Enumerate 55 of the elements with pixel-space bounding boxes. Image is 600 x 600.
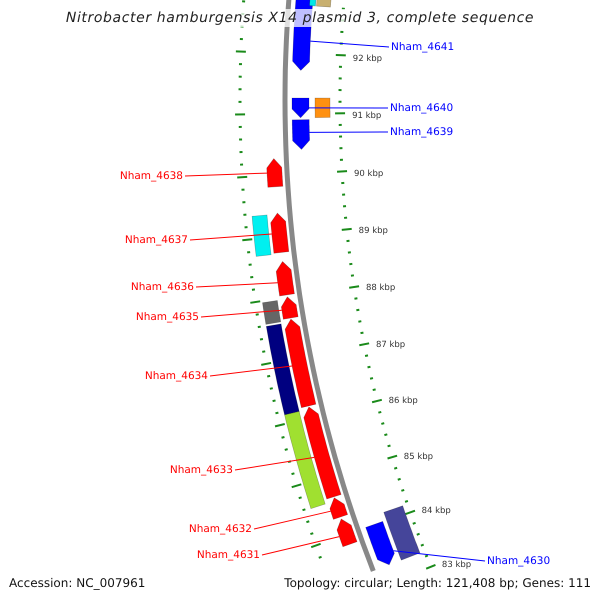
gene-feature xyxy=(383,505,420,560)
gene-label: Nham_4633 xyxy=(170,464,233,476)
gene-feature xyxy=(292,98,310,118)
leader-line xyxy=(200,310,282,318)
gene-feature xyxy=(252,214,272,257)
leader-line xyxy=(210,366,293,376)
leader-line xyxy=(308,132,388,133)
gene-feature xyxy=(316,0,332,8)
gene-label: Nham_4640 xyxy=(390,102,454,114)
gene-feature xyxy=(330,497,348,520)
gene-feature xyxy=(365,521,395,566)
leader-line xyxy=(262,536,340,556)
gene-feature xyxy=(303,406,342,500)
leader-line xyxy=(308,107,388,108)
gene-label: Nham_4638 xyxy=(120,170,183,182)
gene-label: Nham_4636 xyxy=(130,282,194,292)
gene-feature xyxy=(270,212,290,254)
gene-feature xyxy=(266,158,284,188)
leader-line xyxy=(254,510,332,530)
scale-label: 85 kbp xyxy=(404,452,434,462)
leader-line xyxy=(392,550,486,562)
scale-label: 87 kbp xyxy=(376,340,406,350)
gene-label: Nham_4635 xyxy=(136,312,199,322)
gene-feature xyxy=(262,300,282,325)
gene-feature xyxy=(314,98,330,118)
scale-label: 86 kbp xyxy=(388,397,418,406)
leader-line xyxy=(190,234,272,240)
gene-label: Nham_4637 xyxy=(124,234,188,246)
title: Nitrobacter hamburgensis X14 plasmid 3, complete sequence xyxy=(66,9,534,27)
gene-label: Nham_4639 xyxy=(390,126,454,138)
gene-feature xyxy=(284,411,326,509)
gene-feature xyxy=(336,518,358,548)
gene-label: Nham_4630 xyxy=(487,556,550,566)
leader-line xyxy=(234,456,315,470)
gene-feature xyxy=(292,119,310,150)
scale-label: 90 kbp xyxy=(354,170,384,178)
leader-line xyxy=(196,282,278,288)
gene-label: Nham_4631 xyxy=(196,550,260,560)
gene-label: Nham_4632 xyxy=(188,524,252,534)
scale-label: 88 kbp xyxy=(366,284,396,293)
gene-feature xyxy=(276,261,295,296)
scale-label: 83 kbp xyxy=(442,561,472,570)
accession-text: Accession: NC_007961 xyxy=(9,575,146,591)
scale-label: 89 kbp xyxy=(358,227,388,236)
gene-label: Nham_4641 xyxy=(391,42,454,52)
leader-line xyxy=(184,172,268,176)
leader-line xyxy=(310,40,390,48)
gene-feature xyxy=(266,324,300,416)
summary-text: Topology: circular; Length: 121,408 bp; Genes: 111 xyxy=(284,575,591,591)
scale-label: 91 kbp xyxy=(352,112,382,121)
scale-label: 92 kbp xyxy=(352,54,382,64)
gene-feature xyxy=(309,0,318,6)
gene-feature xyxy=(284,318,316,408)
gene-feature xyxy=(280,296,298,320)
gene-label: Nham_4634 xyxy=(144,370,208,382)
